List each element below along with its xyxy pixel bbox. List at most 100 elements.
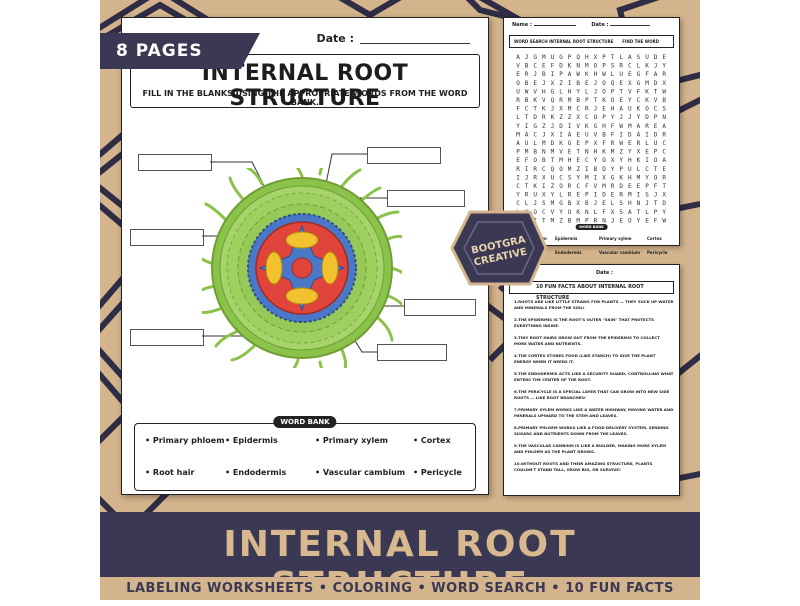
root-cross-section-diagram xyxy=(202,168,402,368)
grid-letter: R xyxy=(533,166,537,173)
grid-letter: M xyxy=(516,131,520,138)
fun-fact: 8.PRIMARY PHLOEM WORKS LIKE A FOOD DELIV… xyxy=(514,425,669,436)
grid-letter: S xyxy=(619,200,623,207)
grid-letter: B xyxy=(662,97,666,104)
word-search-word: Pericycle xyxy=(647,250,668,255)
grid-letter: J xyxy=(594,200,598,207)
grid-letter: U xyxy=(619,71,623,78)
fun-fact: 6.THE PERICYCLE IS A SPECIAL LAYER THAT … xyxy=(514,389,670,400)
grid-letter: C xyxy=(533,131,537,138)
grid-letter: P xyxy=(585,217,589,224)
grid-letter: M xyxy=(551,200,555,207)
grid-letter: U xyxy=(585,131,589,138)
word-bank-item: Cortex xyxy=(413,436,451,445)
grid-letter: C xyxy=(585,114,589,121)
grid-letter: O xyxy=(654,157,658,164)
grid-letter: R xyxy=(568,192,572,199)
grid-letter: R xyxy=(516,166,520,173)
grid-letter: C xyxy=(542,209,546,216)
grid-letter: Z xyxy=(576,166,580,173)
grid-letter: J xyxy=(594,80,598,87)
grid-letter: O xyxy=(533,157,537,164)
find-the-word-label: FIND THE WORD xyxy=(622,39,659,44)
grid-letter: P xyxy=(585,140,589,147)
grid-letter: E xyxy=(645,217,649,224)
grid-letter: X xyxy=(576,200,580,207)
grid-letter: B xyxy=(542,71,546,78)
grid-letter: D xyxy=(654,54,658,61)
word-search-word: Cortex xyxy=(647,236,662,241)
grid-letter: Q xyxy=(576,54,580,61)
grid-letter: G xyxy=(637,80,641,87)
fun-fact: 10.WITHOUT ROOTS AND THEIR AMAZING STRUC… xyxy=(514,461,653,472)
grid-letter: T xyxy=(594,97,598,104)
grid-letter: R xyxy=(662,131,666,138)
grid-letter: G xyxy=(559,200,563,207)
grid-letter: A xyxy=(516,140,520,147)
grid-letter: K xyxy=(585,71,589,78)
grid-letter: T xyxy=(576,149,580,156)
grid-letter: S xyxy=(568,174,572,181)
grid-letter: N xyxy=(662,114,666,121)
grid-letter: L xyxy=(645,209,649,216)
grid-letter: R xyxy=(542,114,546,121)
grid-letter: E xyxy=(516,71,520,78)
grid-letter: S xyxy=(637,54,641,61)
grid-letter: H xyxy=(568,88,572,95)
grid-letter: K xyxy=(585,123,589,130)
grid-letter: N xyxy=(637,200,641,207)
grid-letter: A xyxy=(525,131,529,138)
grid-letter: S xyxy=(611,63,615,70)
grid-letter: J xyxy=(628,114,632,121)
grid-letter: A xyxy=(654,71,658,78)
grid-letter: R xyxy=(662,71,666,78)
grid-letter: S xyxy=(662,106,666,113)
grid-letter: H xyxy=(542,88,546,95)
grid-letter: D xyxy=(533,114,537,121)
word-bank-item: Primary phloem xyxy=(145,436,225,445)
grid-letter: K xyxy=(637,106,641,113)
grid-letter: T xyxy=(533,106,537,113)
grid-letter: I xyxy=(568,123,572,130)
grid-letter: C xyxy=(662,140,666,147)
grid-letter: E xyxy=(568,149,572,156)
grid-letter: R xyxy=(611,140,615,147)
grid-letter: Z xyxy=(559,80,563,87)
grid-letter: I xyxy=(559,131,563,138)
grid-letter: X xyxy=(637,149,641,156)
grid-letter: F xyxy=(585,183,589,190)
grid-letter: E xyxy=(628,183,632,190)
grid-letter: J xyxy=(619,114,623,121)
grid-letter: A xyxy=(516,54,520,61)
grid-letter: U xyxy=(551,54,555,61)
grid-letter: E xyxy=(576,140,580,147)
grid-letter: R xyxy=(516,97,520,104)
grid-letter: L xyxy=(559,88,563,95)
grid-letter: U xyxy=(628,166,632,173)
grid-letter: Y xyxy=(645,174,649,181)
word-search-header: Name : Date : xyxy=(512,22,673,28)
grid-letter: B xyxy=(602,131,606,138)
grid-letter: H xyxy=(602,123,606,130)
grid-letter: N xyxy=(585,209,589,216)
grid-letter: D xyxy=(654,80,658,87)
grid-letter: E xyxy=(585,80,589,87)
grid-letter: E xyxy=(602,106,606,113)
grid-letter: P xyxy=(516,149,520,156)
grid-letter: L xyxy=(637,166,641,173)
word-bank-item: Endodermis xyxy=(225,468,286,477)
title-banner: INTERNAL ROOT STRUCTURE xyxy=(100,512,700,606)
grid-letter: J xyxy=(533,71,537,78)
grid-letter: P xyxy=(585,97,589,104)
grid-letter: A xyxy=(568,131,572,138)
label-blank-5 xyxy=(387,190,465,207)
grid-letter: V xyxy=(542,97,546,104)
word-search-word: Vascular cambium xyxy=(599,250,641,255)
grid-letter: V xyxy=(576,123,580,130)
grid-letter: G xyxy=(533,54,537,61)
grid-letter: Z xyxy=(619,149,623,156)
grid-letter: X xyxy=(551,131,555,138)
grid-letter: Y xyxy=(576,174,580,181)
grid-letter: Y xyxy=(637,217,641,224)
grid-letter: H xyxy=(585,54,589,61)
